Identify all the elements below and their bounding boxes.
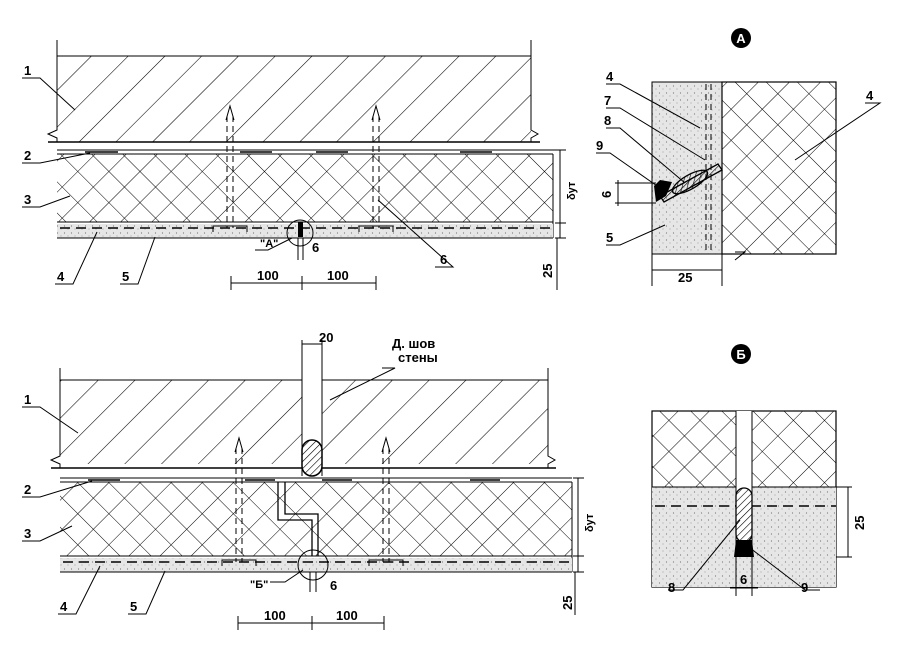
detail-b-cord [735, 487, 753, 543]
bottom-thickness-dim: 25 [560, 596, 575, 610]
top-callout-2: 2 [24, 148, 31, 163]
top-wall-hatch [57, 56, 531, 142]
top-insulation-hatch [57, 154, 553, 222]
detail-a-callout-5: 5 [606, 230, 613, 245]
detail-b-badge-label: Б [736, 347, 745, 362]
detail-a-insulation [721, 81, 837, 255]
bottom-spacing-dim-1: 100 [264, 608, 286, 623]
top-gap-dim: 6 [312, 240, 319, 255]
top-spacing-dim-2: 100 [327, 268, 349, 283]
top-render-layer [57, 224, 553, 238]
bottom-callout-4: 4 [60, 599, 68, 614]
bottom-callout-3: 3 [24, 526, 31, 541]
top-callout-6: 6 [440, 252, 447, 267]
top-thickness-dim: 25 [540, 264, 555, 278]
bottom-anchor-left [221, 436, 257, 566]
top-thickness-symbol: δут [566, 181, 578, 200]
detail-b-callout-8: 8 [668, 580, 675, 595]
top-callout-3: 3 [24, 192, 31, 207]
top-section: 1 2 3 4 5 6 "А" 6 100 100 δут 25 [22, 40, 578, 290]
bottom-spacing-dim-2: 100 [336, 608, 358, 623]
detail-a-callout-9: 9 [596, 138, 603, 153]
detail-a-badge [731, 28, 751, 48]
top-anchor-right [358, 104, 394, 232]
top-detail-marker-a: "А" [260, 238, 278, 250]
bottom-callout-5: 5 [130, 599, 137, 614]
detail-b-callout-9: 9 [801, 580, 808, 595]
detail-b: Б 8 9 6 25 [651, 344, 867, 596]
detail-b-badge [731, 344, 751, 364]
detail-a-width-dim: 25 [678, 270, 692, 285]
top-spacing-dim-1: 100 [257, 268, 279, 283]
detail-a-callout-7: 7 [604, 93, 611, 108]
bottom-render-layer [60, 558, 572, 572]
bottom-thickness-symbol: δут [584, 513, 596, 532]
bottom-seam-width: 20 [319, 330, 333, 345]
bottom-gap-dim: 6 [330, 578, 337, 593]
bottom-detail-marker-b: "Б" [250, 579, 268, 591]
detail-a-callout-4-left: 4 [606, 69, 614, 84]
bottom-wall-hatch-right [322, 380, 548, 464]
bottom-callout-2: 2 [24, 482, 31, 497]
bottom-seam-cord [301, 439, 323, 477]
top-callout-5: 5 [122, 269, 129, 284]
top-anchor-left [212, 104, 248, 232]
detail-a-badge-label: А [736, 31, 746, 46]
bottom-anchor-right [368, 436, 404, 566]
detail-a: А 4 7 8 9 5 4 6 25 [596, 28, 882, 286]
detail-a-gap-dim: 6 [599, 191, 614, 198]
bottom-seam-label-2: стены [398, 350, 438, 365]
detail-b-insulation-right [752, 411, 836, 487]
bottom-insulation-hatch [60, 482, 572, 556]
bottom-seam-label-1: Д. шов [392, 336, 435, 351]
detail-a-callout-8: 8 [604, 113, 611, 128]
bottom-section: 1 2 3 4 5 20 Д. шов стены "Б" 6 100 100 … [22, 330, 596, 630]
detail-b-sealant [734, 540, 754, 557]
detail-b-gap-dim: 6 [740, 572, 747, 587]
bottom-wall-hatch [60, 380, 302, 464]
detail-a-callout-4-right: 4 [866, 88, 874, 103]
top-callout-1: 1 [24, 63, 31, 78]
detail-b-insulation-left [652, 411, 736, 487]
detail-b-height-dim: 25 [852, 516, 867, 530]
bottom-callout-1: 1 [24, 392, 31, 407]
top-callout-4: 4 [57, 269, 65, 284]
